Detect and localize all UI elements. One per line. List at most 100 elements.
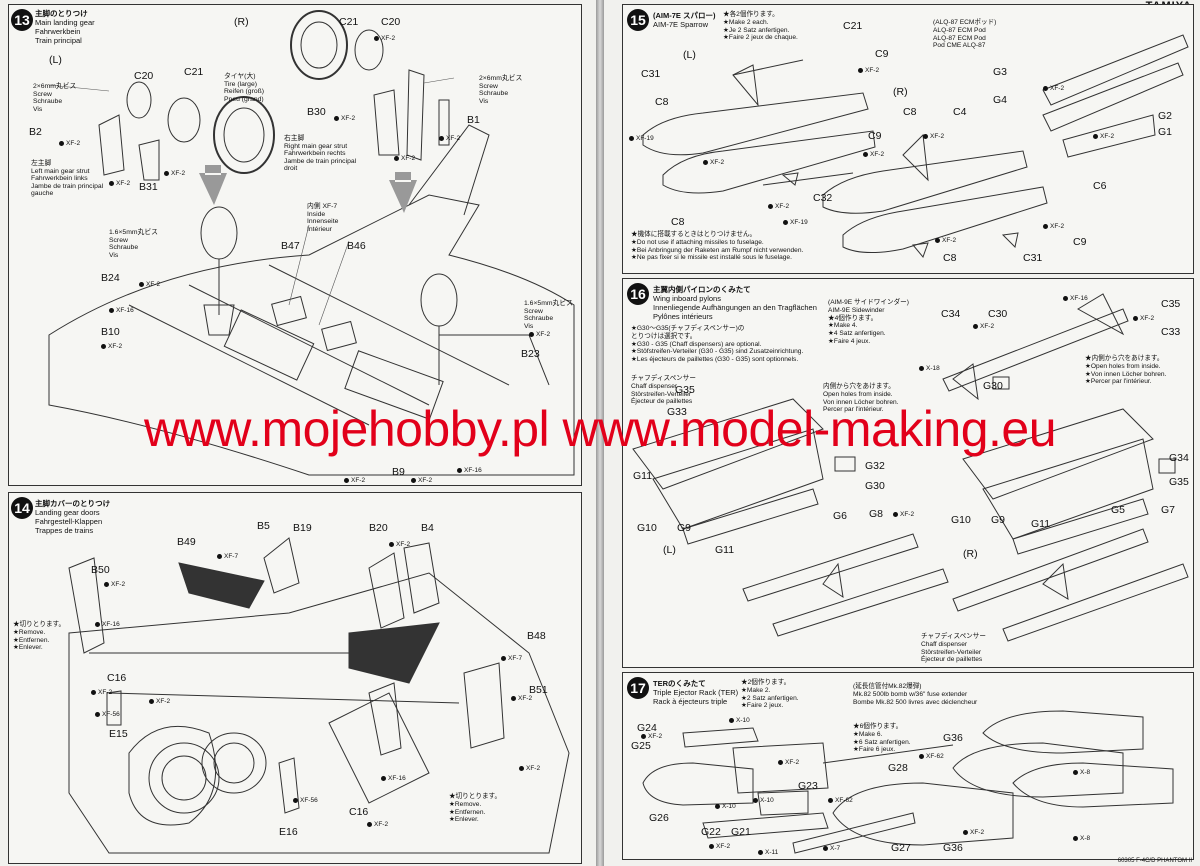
- open-holes-note-2: 内側から穴をあけます。Open holes from inside.Von in…: [823, 383, 899, 414]
- step-17-drawing: [642, 710, 1174, 854]
- part-label: B10: [101, 326, 120, 338]
- step-15-badge: 15: [627, 9, 649, 31]
- part-label: B1: [467, 114, 480, 126]
- paint-code: XF-16: [457, 467, 482, 474]
- part-label: C16: [349, 806, 369, 818]
- paint-code: XF-2: [963, 829, 984, 836]
- step-15-panel: 15 (AIM-7E スパロー) AIM-7E Sparrow ★各2個作ります…: [622, 4, 1194, 274]
- part-label: G21: [731, 826, 751, 838]
- paint-code: X-7: [823, 845, 840, 852]
- paint-code: XF-19: [783, 219, 808, 226]
- paint-code: XF-2: [935, 237, 956, 244]
- paint-code: XF-2: [923, 133, 944, 140]
- paint-code: XF-62: [828, 797, 853, 804]
- part-label: C8: [903, 106, 917, 118]
- part-label: G10: [951, 514, 971, 526]
- tire-label: タイヤ(大)Tire (large)Reifen (groß)Pneu (gra…: [224, 73, 265, 103]
- part-label: C31: [1023, 252, 1043, 264]
- paint-code: XF-2: [439, 135, 460, 142]
- paint-code: XF-2: [411, 477, 432, 484]
- paint-code: XF-2: [511, 695, 532, 702]
- paint-code: XF-2: [1043, 85, 1064, 92]
- watermark-text: www.mojehobby.pl www.model-making.eu: [143, 401, 1057, 457]
- part-label: C34: [941, 308, 961, 320]
- part-label: G7: [1161, 504, 1176, 516]
- step-13-panel: 13 主脚のとりつけ Main landing gear Fahrwerkbei…: [8, 4, 582, 486]
- part-label: C8: [671, 216, 685, 228]
- step-17-title: TERのくみたて Triple Ejector Rack (TER) Rack …: [653, 679, 739, 706]
- step-14-panel: 14 主脚カバーのとりつけ Landing gear doors Fahrges…: [8, 492, 582, 864]
- side-left-label: (L): [683, 49, 696, 61]
- paint-code: XF-2: [893, 511, 914, 518]
- paint-code: XF-7: [217, 553, 238, 560]
- part-label: G25: [631, 740, 651, 752]
- part-label: C21: [339, 16, 359, 28]
- part-label: C20: [381, 16, 401, 28]
- make-6-note: ★6個作ります。★Make 6.★6 Satz anfertigen.★Fair…: [853, 723, 911, 754]
- fuselage-notice: ★機体に搭載するときはとりつけません。★Do not use if attach…: [631, 231, 804, 262]
- step-13-title: 主脚のとりつけ Main landing gear Fahrwerkbein T…: [35, 9, 95, 45]
- part-label: B49: [177, 536, 196, 548]
- paint-code: X-8: [1073, 769, 1090, 776]
- remove-note-left: ★切りとります。★Remove.★Entfernen.★Enlever.: [13, 621, 66, 652]
- step-17-panel: 17 TERのくみたて Triple Ejector Rack (TER) Ra…: [622, 672, 1194, 860]
- part-label: C4: [953, 106, 967, 118]
- paint-code: XF-2: [59, 140, 80, 147]
- sidewinder-note: (AIM-9E サイドワインダー)AIM-9E Sidewinder★4個作りま…: [828, 299, 909, 345]
- part-label: B24: [101, 272, 120, 284]
- part-label: B19: [293, 522, 312, 534]
- paint-code: XF-2: [863, 151, 884, 158]
- side-left-label: (L): [663, 544, 676, 556]
- paint-code: XF-2: [709, 843, 730, 850]
- step-15-title: (AIM-7E スパロー) AIM-7E Sparrow: [653, 11, 716, 29]
- paint-code: XF-2: [101, 343, 122, 350]
- part-label: B31: [139, 181, 158, 193]
- part-label: C8: [943, 252, 957, 264]
- make-2-ter-note: ★2個作ります。★Make 2.★2 Satz anfertigen.★Fair…: [741, 679, 799, 710]
- part-label: G9: [991, 514, 1006, 526]
- part-label: G24: [637, 722, 657, 734]
- part-label: B20: [369, 522, 388, 534]
- paint-code: XF-2: [149, 698, 170, 705]
- part-label: C32: [813, 192, 833, 204]
- paint-code: XF-16: [1063, 295, 1088, 302]
- part-label: G9: [677, 522, 692, 534]
- part-label: C21: [184, 66, 204, 78]
- paint-code: XF-2: [641, 733, 662, 740]
- paint-code: XF-2: [1133, 315, 1154, 322]
- open-holes-note: ★内側から穴をあけます。★Open holes from inside.★Von…: [1085, 355, 1167, 386]
- side-right-label: (R): [234, 16, 249, 28]
- part-label: B23: [521, 348, 540, 360]
- paint-code: XF-2: [389, 541, 410, 548]
- step-14-title: 主脚カバーのとりつけ Landing gear doors Fahrgestel…: [35, 499, 111, 535]
- paint-code: X-10: [753, 797, 774, 804]
- part-label: G11: [715, 544, 735, 556]
- step-16-badge: 16: [627, 283, 649, 305]
- paint-code: X-8: [1073, 835, 1090, 842]
- part-label: B30: [307, 106, 326, 118]
- paint-code: X-11: [758, 849, 778, 856]
- side-right-label: (R): [893, 86, 908, 98]
- paint-code: XF-2: [164, 170, 185, 177]
- paint-code: XF-2: [374, 35, 395, 42]
- part-label: G35: [675, 384, 695, 396]
- part-label: G35: [1169, 476, 1189, 488]
- step-13-drawing: [48, 10, 575, 476]
- paint-code: XF-2: [91, 689, 112, 696]
- part-label: G8: [869, 508, 884, 520]
- part-label: C35: [1161, 298, 1181, 310]
- part-label: G23: [798, 780, 818, 792]
- part-label: G26: [649, 812, 669, 824]
- part-label: G28: [888, 762, 908, 774]
- part-label: C21: [843, 20, 863, 32]
- paint-code: XF-19: [629, 135, 654, 142]
